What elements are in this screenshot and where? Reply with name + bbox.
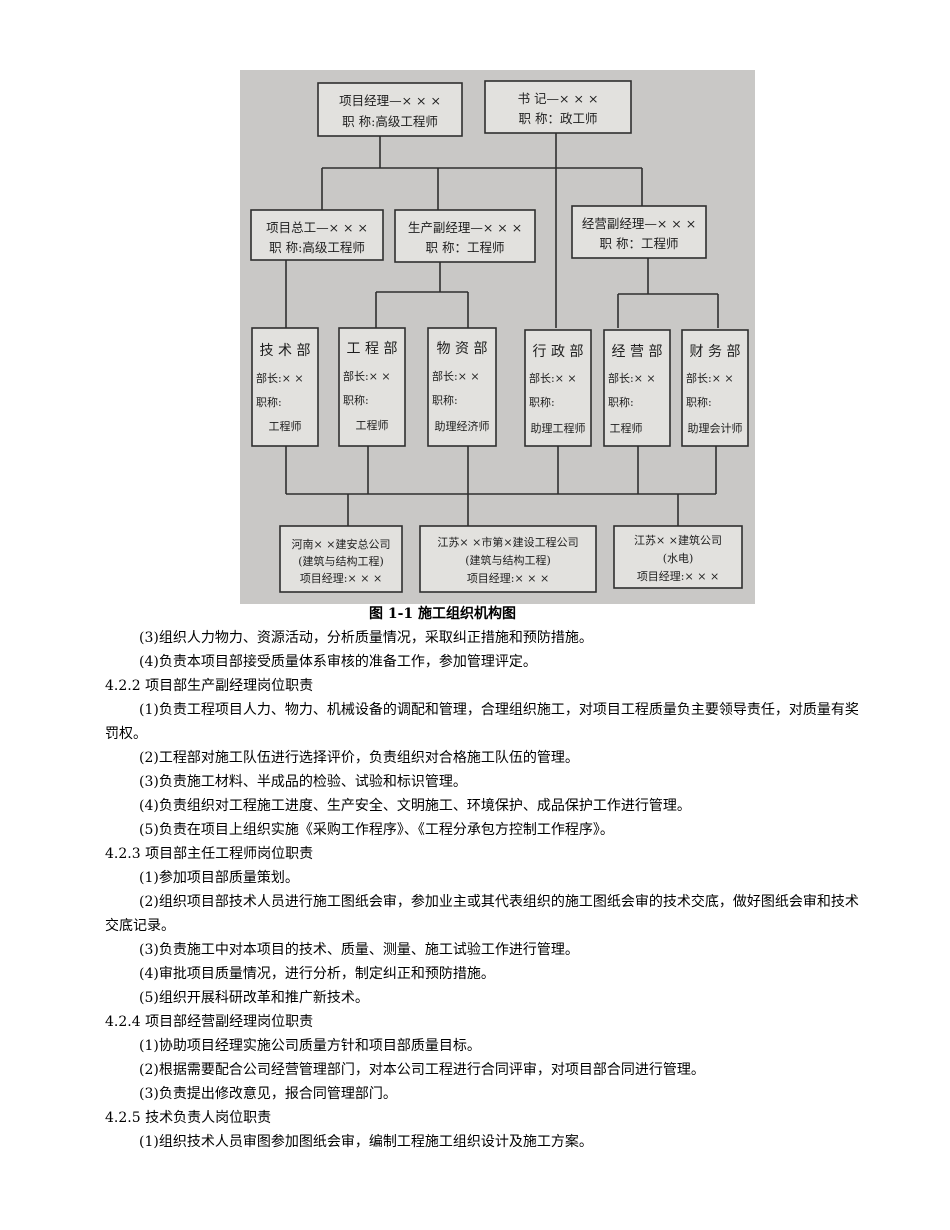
- box-dept-finance: [681, 329, 749, 447]
- sub-text: 河南× ×建安总公司 (建筑与结构工程) 项目经理:× × × 江苏× ×市第×…: [292, 533, 722, 585]
- dept-title-label: 职称:: [256, 395, 282, 409]
- sub-text-line: 项目经理:× × ×: [637, 570, 719, 583]
- dept-head: 部长:× ×: [343, 369, 391, 383]
- dept-title: 助理经济师: [435, 419, 490, 433]
- box-text: 职 称：政工师: [519, 111, 598, 126]
- box-sub-jiangsu-construction: [419, 525, 597, 593]
- paragraph: (5)负责在项目上组织实施《采购工作程序》、《工程分承包方控制工作程序》。: [139, 822, 614, 838]
- paragraph: (2)组织项目部技术人员进行施工图纸会审，参加业主或其代表组织的施工图纸会审的技…: [105, 894, 859, 934]
- box-party-secretary: [484, 80, 632, 134]
- dept-head: 部长:× ×: [529, 371, 577, 385]
- box-chief-engineer: [250, 209, 384, 261]
- section-heading: 4.2.3 项目部主任工程师岗位职责: [105, 846, 314, 862]
- dept-title: 助理会计师: [688, 421, 743, 435]
- dept-head: 部长:× ×: [686, 371, 734, 385]
- dept-title-label: 职称:: [608, 395, 634, 409]
- dept-name: 技 术 部: [260, 343, 311, 359]
- box-text: 项目总工—× × ×: [266, 220, 368, 235]
- box-dept-business: [603, 329, 671, 447]
- org-chart-image: 项目经理—× × × 职 称:高级工程师 书 记—× × × 职 称：政工师 项…: [240, 70, 755, 604]
- sub-text-line: 河南× ×建安总公司: [292, 537, 391, 551]
- section-heading: 4.2.5 技术负责人岗位职责: [105, 1110, 272, 1126]
- paragraph: (1)参加项目部质量策划。: [139, 870, 299, 886]
- figure-caption: 图 1-1 施工组织机构图: [368, 606, 517, 622]
- dept-title-label: 职称:: [432, 393, 458, 407]
- sub-text-line: (水电): [663, 552, 694, 565]
- dept-title-label: 职称:: [529, 395, 555, 409]
- chart-boxes: [250, 80, 749, 593]
- sub-text-line: (建筑与结构工程): [298, 554, 384, 568]
- dept-text: 技 术 部 部长:× × 职称: 工程师 工 程 部 部长:× × 职称: 工程…: [256, 341, 743, 435]
- sub-text-line: 项目经理:× × ×: [467, 572, 549, 585]
- box-text: 经营副经理—× × ×: [582, 216, 696, 231]
- paragraph: (5)组织开展科研改革和推广新技术。: [139, 990, 369, 1006]
- paragraph: (4)审批项目质量情况，进行分析，制定纠正和预防措施。: [139, 966, 495, 982]
- dept-head: 部长:× ×: [256, 371, 304, 385]
- chart-text: 项目经理—× × × 职 称:高级工程师 书 记—× × × 职 称：政工师 项…: [266, 91, 696, 255]
- box-dept-materials: [427, 327, 497, 447]
- body-text: (3)组织人力物力、资源活动，分析质量情况，采取纠正措施和预防措施。 (4)负责…: [105, 626, 865, 1154]
- sub-text-line: (建筑与结构工程): [465, 553, 551, 567]
- dept-name: 财 务 部: [690, 344, 741, 360]
- paragraph: (1)负责工程项目人力、物力、机械设备的调配和管理，合理组织施工，对项目工程质量…: [105, 702, 859, 742]
- paragraph: (1)组织技术人员审图参加图纸会审，编制工程施工组织设计及施工方案。: [139, 1134, 593, 1150]
- box-sub-henan: [279, 525, 403, 593]
- org-chart-figure: 项目经理—× × × 职 称:高级工程师 书 记—× × × 职 称：政工师 项…: [240, 70, 755, 604]
- box-text: 职 称：工程师: [600, 236, 679, 251]
- dept-name: 工 程 部: [347, 341, 398, 357]
- box-production-manager: [394, 209, 536, 263]
- paragraph: (2)根据需要配合公司经营管理部门，对本公司工程进行合同评审，对项目部合同进行管…: [139, 1062, 705, 1078]
- dept-title: 工程师: [356, 419, 389, 432]
- paragraph: (3)负责施工材料、半成品的检验、试验和标识管理。: [139, 774, 467, 790]
- box-dept-tech: [251, 327, 319, 447]
- box-dept-admin: [524, 329, 592, 447]
- box-text: 职 称:高级工程师: [269, 240, 365, 255]
- dept-head: 部长:× ×: [608, 371, 656, 385]
- dept-name: 经 营 部: [612, 344, 663, 360]
- dept-name: 物 资 部: [437, 341, 488, 357]
- sub-text-line: 江苏× ×市第×建设工程公司: [437, 535, 578, 549]
- dept-name: 行 政 部: [533, 344, 584, 360]
- box-text: 生产副经理—× × ×: [408, 220, 522, 235]
- box-dept-engineering: [338, 327, 406, 447]
- sub-text-line: 江苏× ×建筑公司: [634, 533, 722, 547]
- dept-head: 部长:× ×: [432, 369, 480, 383]
- paragraph: (4)负责组织对工程施工进度、生产安全、文明施工、环境保护、成品保护工作进行管理…: [139, 798, 691, 814]
- box-text: 职 称:高级工程师: [342, 114, 438, 129]
- box-text: 职 称：工程师: [426, 240, 505, 255]
- connector-lines: [285, 133, 719, 526]
- dept-title: 助理工程师: [531, 421, 586, 435]
- paragraph: (3)负责施工中对本项目的技术、质量、测量、施工试验工作进行管理。: [139, 942, 579, 958]
- box-sub-jiangsu-mep: [613, 525, 743, 589]
- paragraph: (3)负责提出修改意见，报合同管理部门。: [139, 1086, 397, 1102]
- paragraph: (4)负责本项目部接受质量体系审核的准备工作，参加管理评定。: [139, 654, 537, 670]
- section-heading: 4.2.4 项目部经营副经理岗位职责: [105, 1014, 314, 1030]
- box-business-manager: [571, 205, 707, 259]
- paragraph: (2)工程部对施工队伍进行选择评价，负责组织对合格施工队伍的管理。: [139, 750, 579, 766]
- section-heading: 4.2.2 项目部生产副经理岗位职责: [105, 678, 314, 694]
- dept-title: 工程师: [610, 422, 643, 435]
- paragraph: (3)组织人力物力、资源活动，分析质量情况，采取纠正措施和预防措施。: [139, 630, 593, 646]
- paragraph: (1)协助项目经理实施公司质量方针和项目部质量目标。: [139, 1038, 481, 1054]
- dept-title-label: 职称:: [686, 395, 712, 409]
- box-project-manager: [317, 82, 463, 137]
- box-text: 项目经理—× × ×: [339, 93, 441, 108]
- box-text: 书 记—× × ×: [518, 91, 599, 106]
- sub-text-line: 项目经理:× × ×: [300, 572, 382, 585]
- dept-title-label: 职称:: [343, 393, 369, 407]
- dept-title: 工程师: [269, 420, 302, 433]
